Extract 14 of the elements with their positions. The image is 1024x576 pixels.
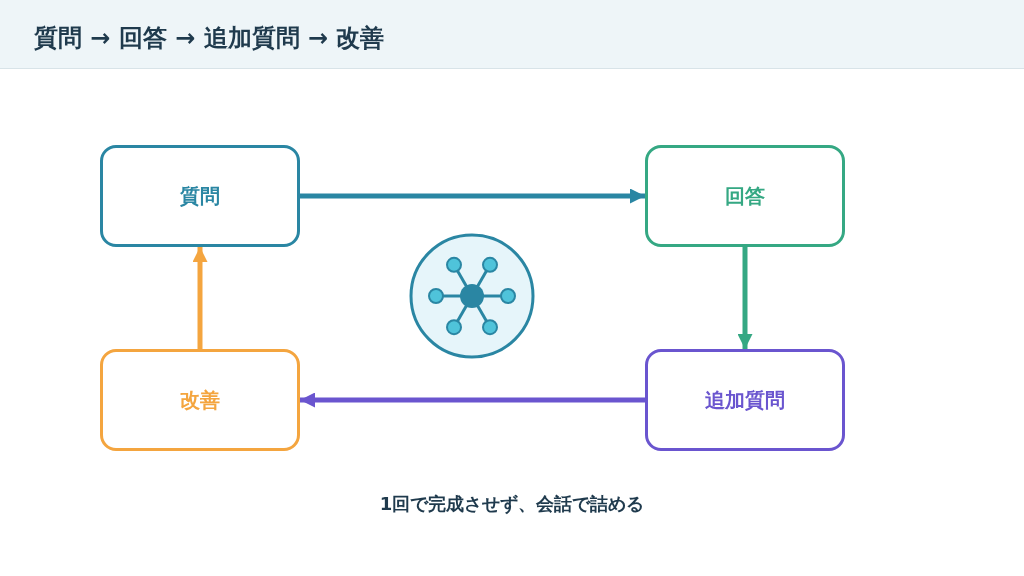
arrow <box>300 188 645 204</box>
process-box <box>100 145 300 247</box>
arrow <box>192 247 208 349</box>
caption: 1回で完成させず、会話で詰める <box>378 492 646 516</box>
node-label: 追加質問 <box>705 386 785 414</box>
process-box <box>100 349 300 451</box>
node-label: 回答 <box>725 182 765 210</box>
process-box <box>645 349 845 451</box>
arrow <box>300 392 645 408</box>
title: 質問 → 回答 → 追加質問 → 改善 <box>34 23 385 54</box>
node-label: 質問 <box>180 182 220 210</box>
arrow <box>737 247 753 349</box>
node-label: 改善 <box>180 386 220 414</box>
process-box <box>645 145 845 247</box>
